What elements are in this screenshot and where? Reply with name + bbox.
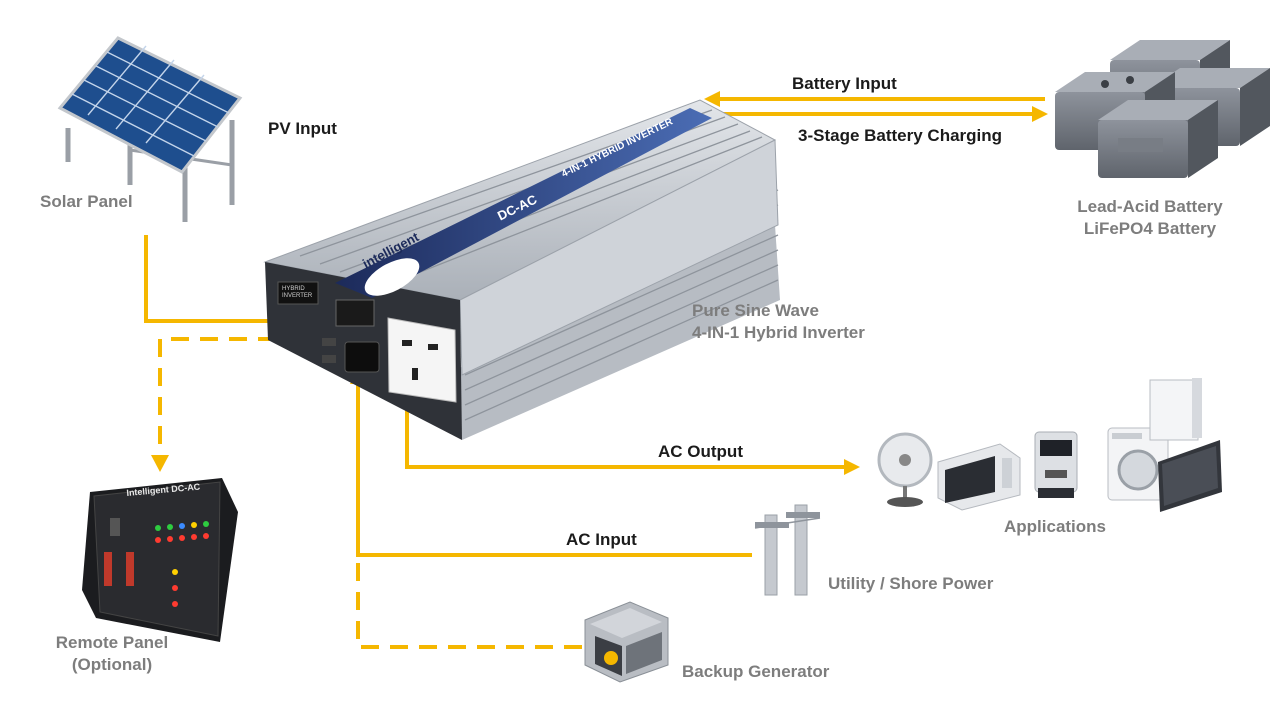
generator-line (356, 560, 582, 649)
generator-label: Backup Generator (682, 662, 830, 681)
battery-label: Lead-Acid Battery LiFePO4 Battery (1072, 196, 1228, 240)
ac-input-label: AC Input (566, 530, 637, 549)
solar-panel-label: Solar Panel (40, 192, 133, 211)
utility-label: Utility / Shore Power (828, 574, 994, 593)
remote-panel-label-line2: (Optional) (71, 655, 153, 674)
applications-label: Applications (1004, 517, 1107, 536)
pv-input-label: PV Input (268, 119, 337, 138)
inverter-label-line1: Pure Sine Wave (692, 301, 819, 320)
utility-pole-icon (754, 504, 821, 596)
device-switch-text: HYBRID INVERTER (282, 286, 313, 299)
microwave-icon (937, 443, 1021, 511)
inverter-label-line2: 4-IN-1 Hybrid Inverter (692, 323, 865, 342)
battery-label-line2: LiFePO4 Battery (1083, 219, 1217, 238)
battery-label-line1: Lead-Acid Battery (1077, 197, 1223, 216)
battery-charging-label: 3-Stage Battery Charging (798, 126, 1003, 145)
remote-panel-label-line1: Remote Panel (55, 633, 169, 652)
remote-panel-label: Remote Panel (Optional) (42, 632, 182, 676)
ac-output-label: AC Output (658, 442, 743, 461)
refrigerator-icon (1149, 378, 1202, 441)
washing-machine-icon (1107, 427, 1169, 501)
battery-input-label: Battery Input (792, 74, 897, 93)
inverter-icon (263, 99, 780, 440)
ac-output-arrowhead (844, 459, 860, 475)
battery-input-arrowhead (704, 91, 720, 107)
remote-panel-icon (82, 478, 238, 642)
fan-icon (877, 432, 933, 507)
generator-icon (584, 601, 669, 683)
coffee-machine-icon (1034, 431, 1078, 498)
inverter-label: Pure Sine Wave 4-IN-1 Hybrid Inverter (692, 300, 865, 344)
remote-line (158, 337, 305, 450)
remote-arrowhead (151, 455, 169, 472)
remote-led-row (155, 521, 209, 543)
solar-panel-icon (57, 36, 243, 222)
ac-input-line (356, 382, 752, 557)
battery-icon (1055, 40, 1270, 178)
battery-charging-arrowhead (1032, 106, 1048, 122)
tv-icon (1158, 440, 1222, 512)
